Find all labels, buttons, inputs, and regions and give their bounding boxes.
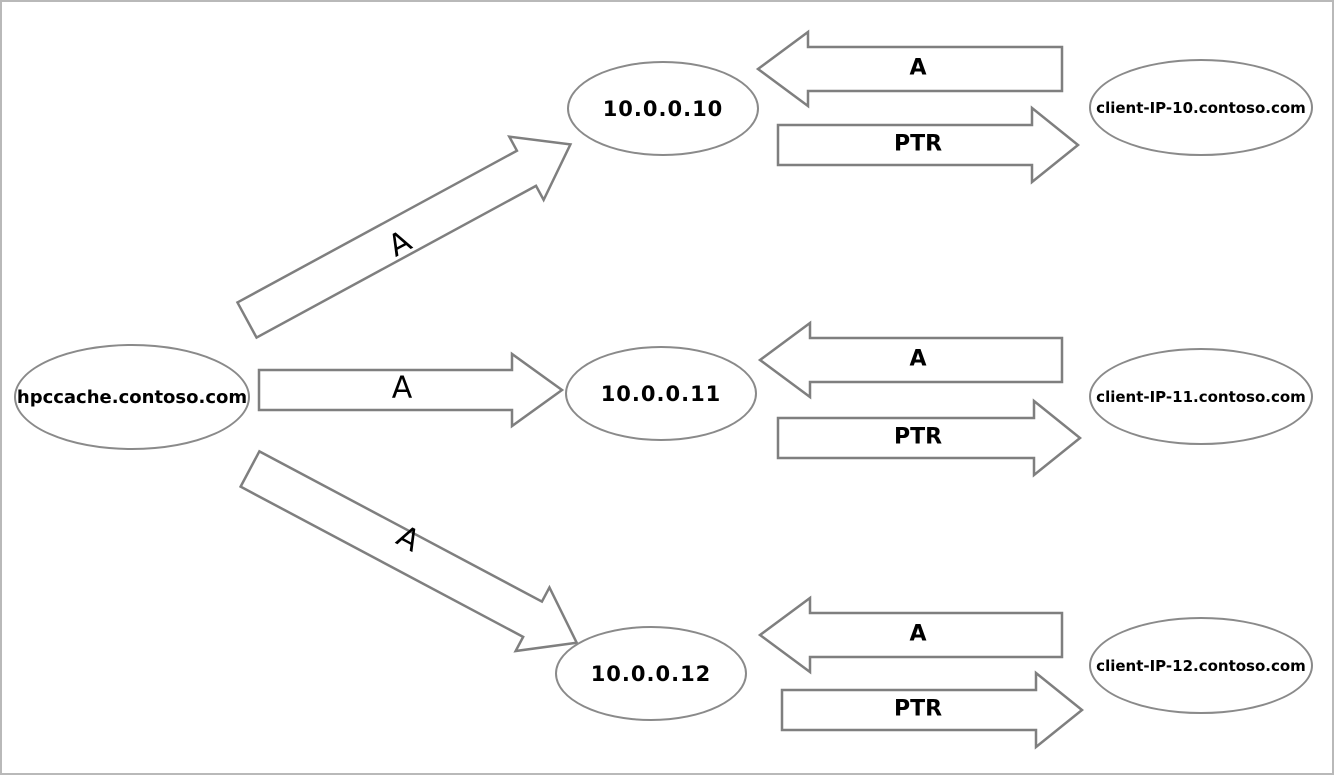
ptr-record-label-row1: PTR bbox=[893, 131, 943, 157]
a-record-label-row1: A bbox=[909, 55, 927, 81]
ptr-record-arrow-row2 bbox=[776, 398, 1082, 478]
ip-node-label: 10.0.0.11 bbox=[600, 381, 722, 406]
a-record-label-row3: A bbox=[909, 621, 927, 647]
client-node-12: client-IP-12.contoso.com bbox=[1089, 617, 1313, 714]
client-node-10: client-IP-10.contoso.com bbox=[1089, 59, 1313, 156]
a-record-label-row2: A bbox=[909, 346, 927, 372]
a-record-arrow-down bbox=[238, 449, 579, 653]
ptr-record-arrow-row1 bbox=[776, 105, 1080, 185]
ip-node-12: 10.0.0.12 bbox=[555, 626, 747, 721]
ip-node-label: 10.0.0.12 bbox=[590, 661, 712, 686]
ip-node-10: 10.0.0.10 bbox=[567, 61, 759, 156]
ptr-record-label-row3: PTR bbox=[893, 696, 943, 722]
a-record-arrow-row3 bbox=[757, 595, 1064, 675]
ip-node-11: 10.0.0.11 bbox=[565, 346, 757, 441]
client-node-label: client-IP-12.contoso.com bbox=[1096, 656, 1306, 675]
ip-node-label: 10.0.0.10 bbox=[602, 96, 724, 121]
a-record-arrow-row2 bbox=[757, 320, 1064, 400]
client-node-11: client-IP-11.contoso.com bbox=[1089, 348, 1313, 445]
ptr-record-arrow-row3 bbox=[780, 670, 1084, 750]
a-record-arrow-up bbox=[235, 135, 573, 340]
a-record-arrow-middle bbox=[257, 351, 565, 429]
source-node-label: hpccache.contoso.com bbox=[16, 386, 248, 408]
a-record-arrow-row1 bbox=[755, 29, 1064, 109]
client-node-label: client-IP-10.contoso.com bbox=[1096, 98, 1306, 117]
client-node-label: client-IP-11.contoso.com bbox=[1096, 387, 1306, 406]
source-node-hpccache: hpccache.contoso.com bbox=[14, 344, 250, 450]
a-record-label-middle: A bbox=[391, 370, 413, 406]
ptr-record-label-row2: PTR bbox=[893, 424, 943, 450]
